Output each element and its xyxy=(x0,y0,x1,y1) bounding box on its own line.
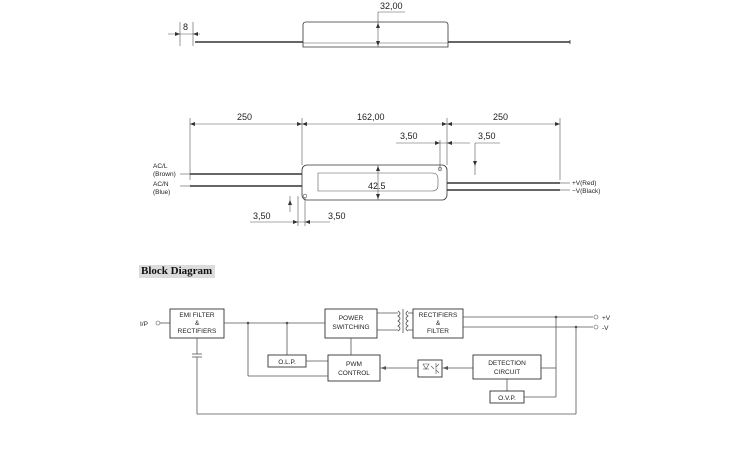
block-diagram-title-band xyxy=(139,265,215,278)
dim-arrow xyxy=(442,122,447,126)
neg-output-label: −V(Black) xyxy=(572,188,600,195)
optocoupler-block xyxy=(417,359,443,378)
ac-n-color-label: (Blue) xyxy=(153,189,170,196)
output-pos-label: +V xyxy=(602,315,611,322)
input-label: I/P xyxy=(140,321,148,328)
emi-filter-line2: & xyxy=(195,320,200,327)
dim-arrow xyxy=(305,220,310,224)
detection-circuit-block xyxy=(472,354,542,380)
block-diagram: I/P EMI FILTER & RECTIFIERS POWER SWITCH… xyxy=(140,308,611,415)
dim-arrow xyxy=(555,122,560,126)
offset-bottom-left-label: 3,50 xyxy=(253,211,271,221)
body-length-label: 162,00 xyxy=(357,112,385,122)
input-terminal xyxy=(155,320,161,326)
pwm-control-line1: PWM xyxy=(346,361,362,368)
pwm-control-line2: CONTROL xyxy=(338,370,370,377)
dim-arrow xyxy=(473,161,477,166)
rectifiers-filter-line2: & xyxy=(436,320,441,327)
detection-circuit-line1: DETECTION xyxy=(488,360,526,367)
power-switching-block xyxy=(324,308,378,339)
side-wire-arrow-right xyxy=(193,32,198,36)
mounting-hole-right xyxy=(437,166,443,172)
dim-arrow xyxy=(376,166,380,171)
emi-filter-line3: RECTIFIERS xyxy=(178,328,217,335)
side-wire-label: 8 xyxy=(183,22,188,32)
mounting-hole-left xyxy=(302,193,308,199)
offset-top-right-label: 3,50 xyxy=(478,131,496,141)
detection-circuit-line2: CIRCUIT xyxy=(494,369,520,376)
transformer-symbol xyxy=(377,309,413,333)
output-pos-terminal xyxy=(593,314,599,320)
pos-output-label: +V(Red) xyxy=(572,180,596,187)
body-label-area xyxy=(317,172,439,192)
right-wire-length-label: 250 xyxy=(493,112,508,122)
optocoupler-icon xyxy=(422,363,440,374)
dim-arrow xyxy=(302,122,307,126)
offset-top-left-label: 3,50 xyxy=(400,131,418,141)
side-height-label: 32,00 xyxy=(380,1,403,11)
dim-arrow xyxy=(297,122,302,126)
side-height-arrow-bottom xyxy=(376,41,380,46)
ovp-label: O.V.P. xyxy=(498,395,516,402)
olp-label: O.L.P. xyxy=(278,359,296,366)
dim-arrow xyxy=(376,194,380,199)
ac-l-label: AC/L xyxy=(153,163,168,170)
side-height-arrow-top xyxy=(376,23,380,28)
top-view: 250 162,00 250 3,50 3,50 42.5 xyxy=(153,112,600,226)
dim-arrow xyxy=(293,220,298,224)
dim-arrow xyxy=(288,200,292,205)
output-neg-label: -V xyxy=(602,325,609,332)
side-wire-arrow-left xyxy=(175,32,180,36)
offset-bottom-right-label: 3,50 xyxy=(328,211,346,221)
power-switching-line1: POWER xyxy=(339,315,364,322)
ac-l-color-label: (Brown) xyxy=(153,171,176,178)
arrow-head xyxy=(381,366,386,370)
side-view: 32,00 8 xyxy=(168,1,571,48)
rectifiers-filter-block xyxy=(412,308,464,339)
dim-arrow xyxy=(190,122,195,126)
left-wire-length-label: 250 xyxy=(237,112,252,122)
output-neg-terminal xyxy=(593,324,599,330)
rectifiers-filter-line3: FILTER xyxy=(427,328,449,335)
dim-arrow xyxy=(435,141,440,145)
dim-arrow xyxy=(447,141,452,145)
rectifiers-filter-line1: RECTIFIERS xyxy=(419,312,458,319)
body-width-label: 42.5 xyxy=(368,181,386,191)
arrow-head xyxy=(443,366,448,370)
emi-filter-line1: EMI FILTER xyxy=(179,312,215,319)
block-diagram-title: Block Diagram xyxy=(141,265,213,277)
dim-arrow xyxy=(447,122,452,126)
side-view-body xyxy=(302,21,449,48)
power-switching-line2: SWITCHING xyxy=(332,324,369,331)
pwm-control-block xyxy=(327,354,381,382)
ac-n-label: AC/N xyxy=(153,181,169,188)
